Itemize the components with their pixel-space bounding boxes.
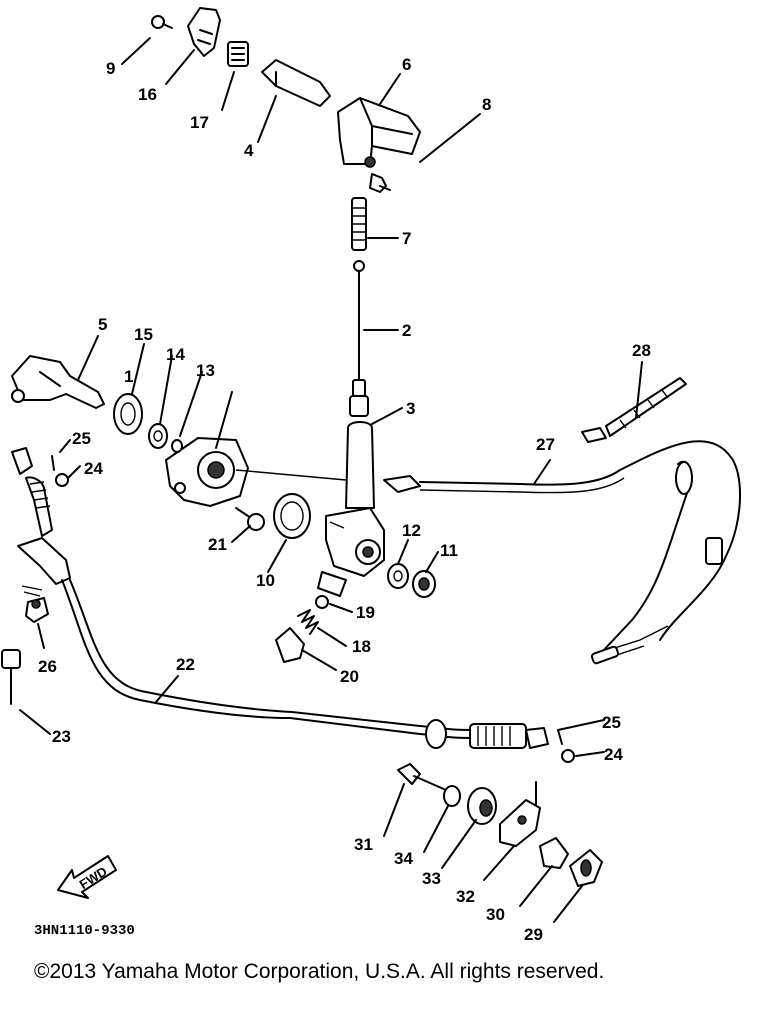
callout-2: 2: [402, 321, 411, 340]
part-21-bolt: [235, 507, 265, 531]
callout-8: 8: [482, 95, 491, 114]
small-pin-right: [557, 729, 575, 763]
part-3-shaft-housing: [317, 395, 385, 597]
part-32-plate: [499, 799, 541, 847]
callout-7: 7: [402, 229, 411, 248]
part-26-plug: [25, 597, 49, 623]
part-9-screw: [151, 15, 173, 29]
part-1-bracket: [165, 437, 249, 507]
part-18-spring: [297, 609, 319, 635]
callout-21: 21: [208, 535, 227, 554]
copyright-notice: ©2013 Yamaha Motor Corporation, U.S.A. A…: [34, 960, 604, 983]
small-pin-left: [51, 455, 69, 487]
callout-6: 6: [402, 55, 411, 74]
part-22-cable: [61, 579, 471, 739]
callout-9: 9: [106, 59, 115, 78]
callout-28: 28: [632, 341, 651, 360]
callout-3: 3: [406, 399, 415, 418]
callout-34: 34: [394, 849, 413, 868]
callout-15: 15: [134, 325, 153, 344]
callout-27: 27: [536, 435, 555, 454]
part-29-cap: [569, 849, 603, 887]
cable-loop: [590, 460, 723, 665]
part-27-cable: [383, 440, 742, 641]
callout-32: 32: [456, 887, 475, 906]
callout-19: 19: [356, 603, 375, 622]
part-12-washer: [387, 563, 409, 589]
callout-17: 17: [190, 113, 209, 132]
callout-20: 20: [340, 667, 359, 686]
callout-25-right: 25: [602, 713, 621, 732]
callout-26: 26: [38, 657, 57, 676]
part-17-block: [227, 41, 249, 67]
leader-lines: [19, 37, 643, 923]
part-15-bushing: [113, 393, 143, 435]
part-10-ring: [273, 493, 311, 539]
callout-24-right: 24: [604, 745, 623, 764]
part-23-pin: [1, 649, 21, 705]
part-6-handle: [337, 97, 421, 168]
diagram-code: 3HN1110-9330: [34, 923, 135, 939]
callout-29: 29: [524, 925, 543, 944]
callout-18: 18: [352, 637, 371, 656]
callout-33: 33: [422, 869, 441, 888]
callout-13: 13: [196, 361, 215, 380]
callout-16: 16: [138, 85, 157, 104]
callout-labels: 1 2 3 4 5 6 7 8 9 10 11 12 13 14 15 16 1…: [38, 55, 651, 944]
part-7-stud: [351, 197, 367, 251]
part-31-bolt: [397, 763, 447, 791]
part-28-strap: [581, 377, 687, 443]
cable-end-left: [11, 447, 71, 585]
part-20-collar: [275, 627, 305, 663]
part-34-washer: [443, 785, 461, 807]
callout-25-left: 25: [72, 429, 91, 448]
callout-23: 23: [52, 727, 71, 746]
part-14-washer: [148, 423, 168, 449]
callout-11: 11: [440, 541, 458, 560]
part-8-screw: [369, 173, 391, 193]
part-30-collar: [539, 837, 569, 869]
cable-sleeve-right: [425, 719, 549, 749]
part-5-lever-shaft: [11, 355, 105, 409]
part-16-clip: [187, 7, 221, 57]
part-13-oring: [171, 439, 183, 453]
callout-1: 1: [124, 367, 133, 386]
guide-line-bracket-shaft: [235, 469, 347, 481]
callout-31: 31: [354, 835, 373, 854]
part-4-tube: [261, 59, 331, 107]
callout-30: 30: [486, 905, 505, 924]
callout-10: 10: [256, 571, 275, 590]
fwd-arrow-icon: FWD: [57, 855, 117, 899]
callout-5: 5: [98, 315, 107, 334]
callout-4: 4: [244, 141, 254, 160]
callout-24-left: 24: [84, 459, 103, 478]
part-19-ball: [315, 595, 329, 609]
part-2-rod: [352, 260, 366, 397]
callout-22: 22: [176, 655, 195, 674]
part-11-nut: [412, 570, 436, 598]
callout-14: 14: [166, 345, 185, 364]
callout-12: 12: [402, 521, 421, 540]
part-33-bushing: [467, 787, 497, 825]
